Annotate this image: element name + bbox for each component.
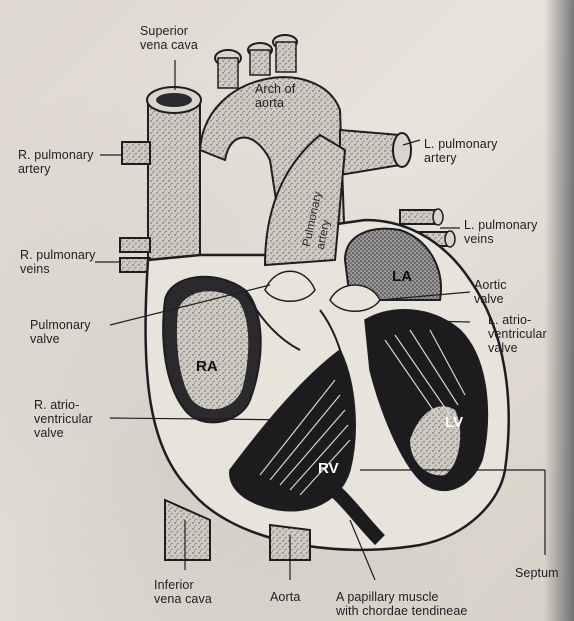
right-atrium-shape [163, 277, 260, 423]
label-r-pulmonary-veins: R. pulmonary veins [20, 248, 96, 276]
label-r-atrioventricular-valve: R. atrio- ventricular valve [34, 398, 93, 440]
label-rv: RV [318, 462, 339, 476]
label-aorta: Aorta [270, 590, 300, 604]
label-papillary-muscle: A papillary muscle with chordae tendinea… [336, 590, 467, 618]
label-ra: RA [196, 360, 218, 374]
label-l-pulmonary-veins: L. pulmonary veins [464, 218, 537, 246]
l-pulmonary-artery-shape [340, 130, 411, 175]
r-pulmonary-artery-shape [120, 142, 150, 272]
label-aortic-valve: Aortic valve [474, 278, 507, 306]
label-lv: LV [445, 416, 463, 430]
label-l-atrioventricular-valve: L. atrio- ventricular valve [488, 313, 547, 355]
label-arch-of-aorta: Arch of aorta [255, 82, 295, 110]
label-la: LA [392, 270, 412, 284]
label-inferior-vena-cava: Inferior vena cava [154, 578, 212, 606]
label-l-pulmonary-artery: L. pulmonary artery [424, 137, 497, 165]
label-superior-vena-cava: Superior vena cava [140, 24, 198, 52]
page-edge-shadow [544, 0, 574, 621]
label-r-pulmonary-artery: R. pulmonary artery [18, 148, 94, 176]
label-pulmonary-valve: Pulmonary valve [30, 318, 91, 346]
